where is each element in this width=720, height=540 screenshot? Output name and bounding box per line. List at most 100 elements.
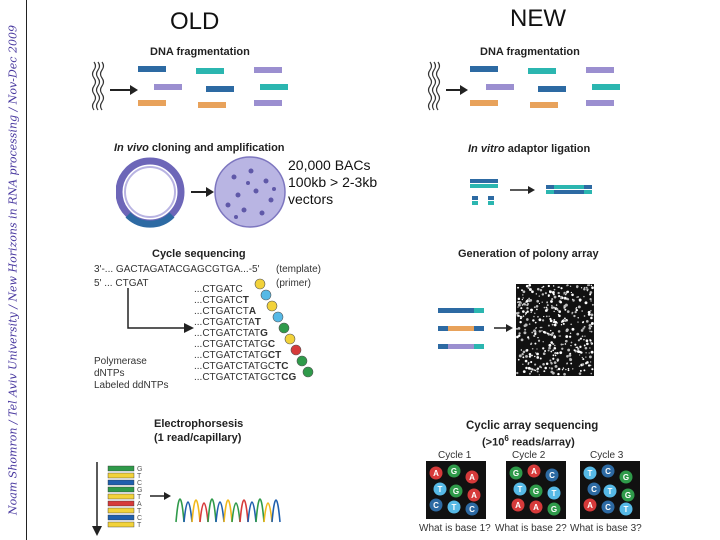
ladder-prefix: ...CTGATCTATGC [194, 361, 276, 372]
polony-dot [553, 335, 557, 339]
polony-dot [521, 298, 524, 301]
polony-dot [516, 335, 519, 339]
polony-dot [572, 299, 575, 302]
polony-dot [590, 330, 593, 333]
polony-dot [530, 360, 533, 364]
polony-dot [576, 350, 579, 352]
polony-dot [566, 329, 569, 332]
bead-base-letter: G [533, 487, 539, 496]
polony-dot [590, 361, 592, 363]
polony-dot [535, 293, 537, 295]
polony-dot [581, 363, 585, 366]
polony-dot [545, 362, 549, 365]
polony-dot [542, 285, 545, 288]
ddntp-dot [260, 289, 272, 301]
polony-dot [516, 371, 519, 375]
sequencing-bead [587, 482, 601, 496]
polony-dot [561, 347, 564, 350]
polony-dot [531, 331, 534, 334]
polony-dot [579, 337, 582, 340]
reaction-labels: Polymerase dNTPs Labeled ddNTPs [94, 356, 169, 392]
polony-dot [578, 365, 581, 367]
polony-dot [566, 284, 569, 287]
sequencing-bead [449, 484, 463, 498]
sequencing-bead [509, 466, 523, 480]
polony-dot [548, 346, 551, 350]
gel-letter: C [137, 515, 142, 522]
polony-dot [526, 307, 529, 310]
polony-dot [550, 361, 553, 364]
gel-band [107, 500, 135, 507]
polony-dot [551, 306, 554, 309]
polony-dot [583, 325, 586, 328]
polony-dot [551, 371, 555, 375]
polony-dot [561, 368, 564, 371]
polony-dot [584, 346, 588, 350]
polony-dot [584, 301, 588, 305]
polony-dot [550, 341, 553, 344]
cycle-2-label: Cycle 2 [512, 450, 546, 461]
cycle-sequencing-label: Cycle sequencing [152, 248, 246, 260]
bead-base-letter: G [623, 473, 629, 482]
bead-base-letter: A [533, 503, 539, 512]
bead-base-letter: T [588, 469, 593, 478]
polony-dot [533, 369, 536, 371]
polony-dot [590, 313, 592, 316]
polony-dot [588, 326, 592, 330]
polony-dot [533, 334, 536, 338]
polony-dot [555, 304, 558, 306]
polony-dot [515, 327, 519, 330]
new-title: NEW [510, 5, 566, 32]
polony-dot [567, 348, 571, 352]
polony-dot [534, 332, 537, 336]
polony-dot [558, 310, 561, 313]
polony-dot [559, 335, 562, 337]
old-dna-fragmentation-graphic [91, 61, 288, 111]
polony-dot [590, 310, 592, 312]
library-fragments [438, 308, 484, 349]
polony-dot [590, 372, 593, 375]
polony-dot [564, 339, 568, 343]
polony-dot [565, 292, 568, 295]
bac-note-line-1: 20,000 BACs [288, 157, 371, 173]
old-dna-fragmentation-label: DNA fragmentation [150, 46, 250, 58]
ladder-end-base: T [254, 317, 261, 328]
polony-dot [543, 306, 546, 309]
polony-dot [550, 367, 554, 370]
polony-dot [517, 297, 521, 301]
polony-dot [525, 299, 529, 303]
polony-dot [564, 308, 567, 311]
colony-plate-icon [214, 156, 286, 228]
arrow-icon [494, 324, 513, 332]
gel-bands [107, 465, 135, 528]
polony-dot [537, 339, 541, 342]
bead-base-letter: G [625, 491, 631, 500]
polony-dot [553, 288, 556, 291]
polony-dot [528, 372, 531, 375]
polony-dot [553, 310, 555, 313]
sequencing-bead [511, 498, 525, 512]
reads-per-array-exp: 6 [504, 434, 509, 443]
polony-dot [578, 354, 581, 356]
ladder-prefix: ...CTGATCT [194, 306, 249, 317]
ddntp-dot [254, 278, 266, 290]
gel-letter: G [137, 466, 142, 473]
polony-dot [520, 307, 523, 310]
polony-dot [530, 342, 533, 345]
polony-dot [557, 330, 561, 333]
polony-dot [565, 368, 567, 371]
polony-dot [542, 347, 545, 350]
bead-base-letter: G [453, 487, 459, 496]
bac-note-line-2: 100kb > 2-3kb [288, 174, 378, 190]
polony-dot [581, 356, 584, 359]
ladder-end-base: A [248, 306, 257, 317]
polony-dot [558, 335, 561, 337]
polony-dot [528, 338, 530, 340]
polony-dot [536, 287, 540, 291]
polony-dot [587, 284, 589, 287]
polony-dot [563, 297, 565, 299]
gel-band [107, 465, 135, 472]
polony-dot [568, 354, 572, 357]
polony-dot [584, 335, 586, 337]
